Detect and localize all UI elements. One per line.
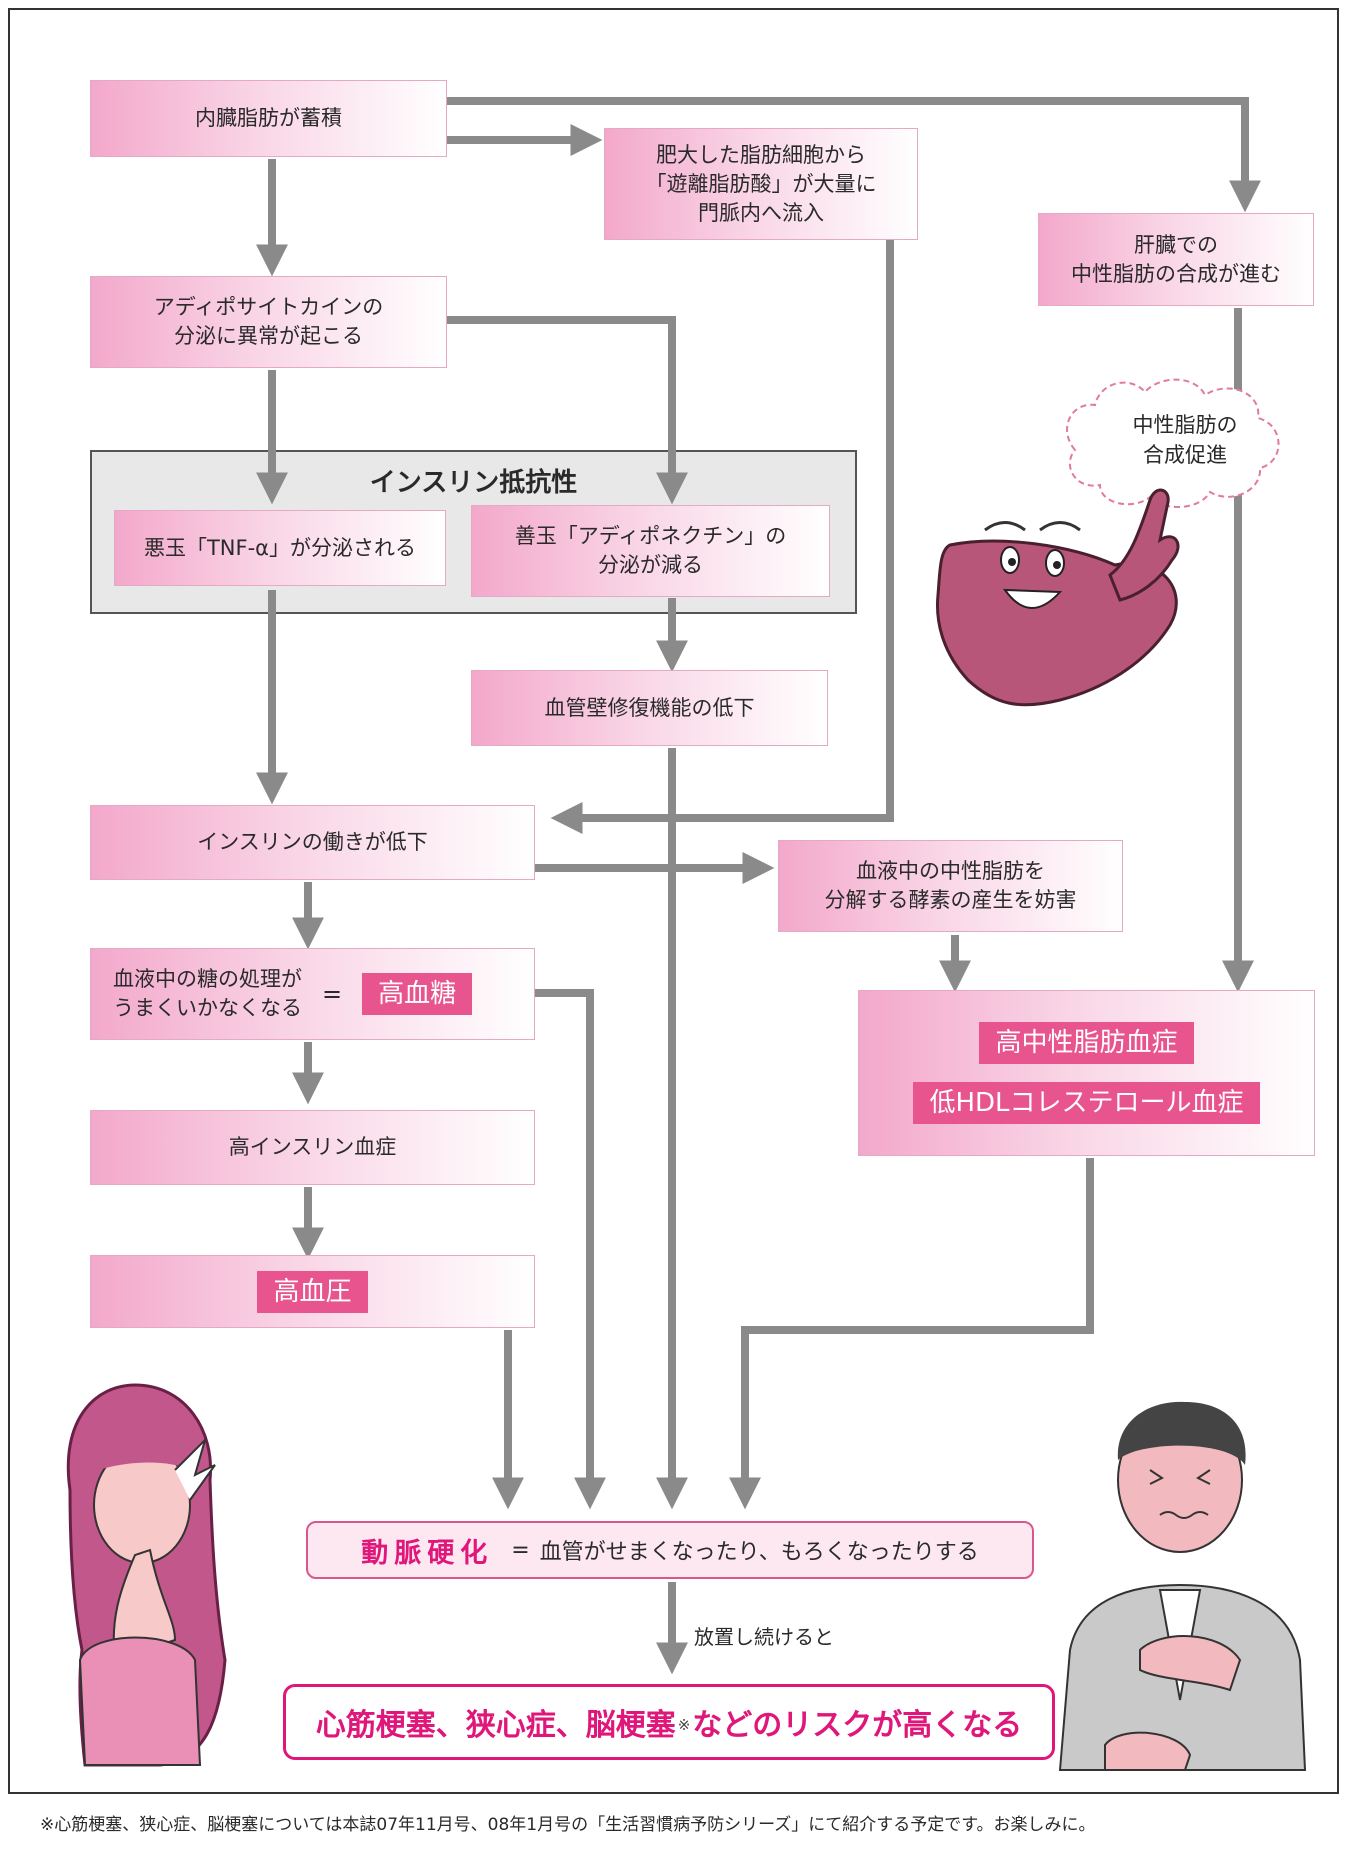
box-insulin-decline: インスリンの働きが低下 bbox=[90, 805, 535, 880]
arteriosclerosis-term: 動脈硬化 bbox=[361, 1537, 494, 1569]
thought-cloud bbox=[1066, 378, 1280, 509]
arrow-adipo-to-adiponectin bbox=[447, 316, 688, 505]
box-arteriosclerosis: 動脈硬化 = 血管がせまくなったり、もろくなったりする bbox=[306, 1521, 1034, 1579]
arteriosclerosis-equals: = bbox=[511, 1537, 530, 1563]
hyperglycemia-label: 高血糖 bbox=[362, 973, 473, 1015]
risk-note-mark: ※ bbox=[677, 1716, 691, 1734]
box-tnf-alpha: 悪玉「TNF-α」が分泌される bbox=[114, 510, 446, 586]
left-untreated-label: 放置し続けると bbox=[694, 1625, 834, 1649]
insulin-resistance-title: インスリン抵抗性 bbox=[369, 468, 578, 498]
arrow-hyperglycemia-to-artery bbox=[500, 989, 606, 1510]
box-visceral-fat: 内臓脂肪が蓄積 bbox=[90, 80, 447, 157]
arrow-hypertrig-to-artery bbox=[729, 1158, 1094, 1510]
risk-outcome: などのリスクが高くなる bbox=[692, 1708, 1023, 1743]
cloud-text: 中性脂肪の 合成促進 bbox=[1132, 413, 1238, 467]
woman-illustration bbox=[66, 1383, 227, 1767]
arteriosclerosis-description: 血管がせまくなったり、もろくなったりする bbox=[539, 1540, 979, 1565]
box-vessel-repair: 血管壁修復機能の低下 bbox=[471, 670, 828, 746]
box-enzyme-inhibition: 血液中の中性脂肪を 分解する酵素の産生を妨害 bbox=[778, 840, 1123, 932]
box-free-fatty-acid: 肥大した脂肪細胞から 「遊離脂肪酸」が大量に 門脈内へ流入 bbox=[604, 128, 918, 240]
box-adipocytokine: アディポサイトカインの 分泌に異常が起こる bbox=[90, 276, 447, 368]
hypertriglyceridemia-label: 高中性脂肪血症 bbox=[979, 1022, 1194, 1064]
low-hdl-label: 低HDLコレステロール血症 bbox=[913, 1082, 1260, 1124]
risk-diseases: 心筋梗塞、狭心症、脳梗塞 bbox=[315, 1708, 676, 1743]
equals-sign: = bbox=[322, 979, 343, 1008]
box-hyperinsulinemia: 高インスリン血症 bbox=[90, 1110, 535, 1185]
box-liver-synthesis: 肝臓での 中性脂肪の合成が進む bbox=[1038, 213, 1314, 306]
man-illustration bbox=[1058, 1401, 1307, 1771]
arrow-fat-to-liver bbox=[447, 97, 1261, 213]
footnote: ※心筋梗塞、狭心症、脳梗塞については本誌07年11月号、08年1月号の「生活習慣… bbox=[40, 1815, 1096, 1835]
box-risk: 心筋梗塞、狭心症、脳梗塞 ※ などのリスクが高くなる bbox=[283, 1684, 1055, 1760]
box-hypertension: 高血圧 bbox=[90, 1255, 535, 1328]
box-lipid-disorders: 高中性脂肪血症 低HDLコレステロール血症 bbox=[858, 990, 1315, 1156]
diagram-frame bbox=[8, 8, 1339, 1794]
box-adiponectin: 善玉「アディポネクチン」の 分泌が減る bbox=[471, 505, 830, 597]
hypertension-label: 高血圧 bbox=[257, 1270, 368, 1313]
box-sugar-processing: 血液中の糖の処理が うまくいかなくなる = 高血糖 bbox=[90, 948, 535, 1040]
liver-character bbox=[935, 488, 1180, 707]
